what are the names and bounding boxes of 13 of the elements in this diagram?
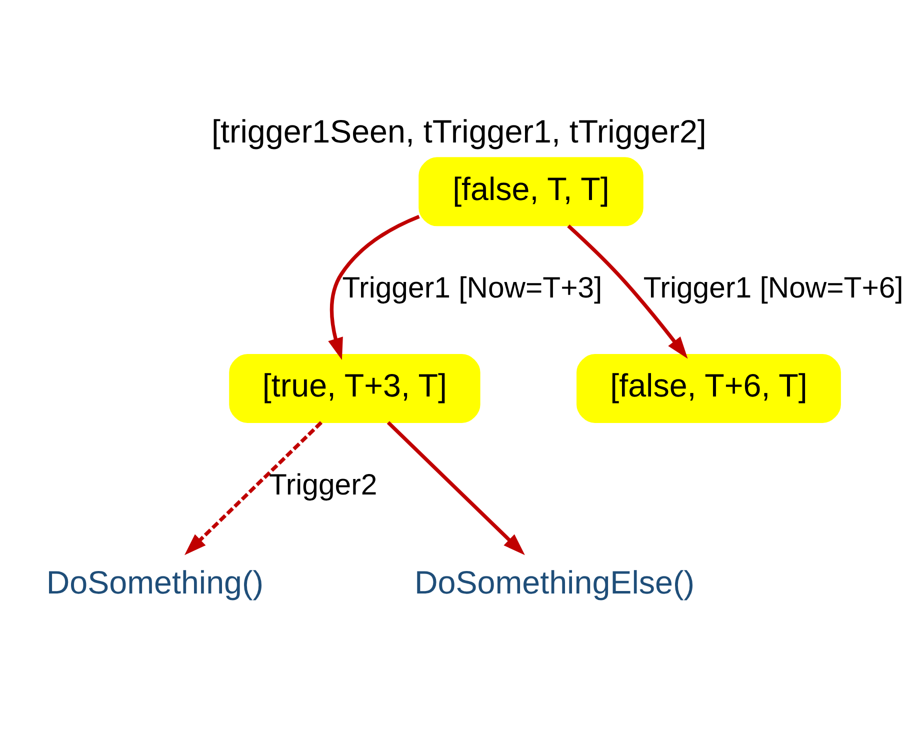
node-box: [false, T, T] bbox=[418, 156, 644, 226]
node-box: [false, T+6, T] bbox=[576, 353, 841, 423]
arrow bbox=[386, 420, 525, 555]
diagram-title: [trigger1Seen, tTrigger1, tTrigger2] bbox=[212, 113, 706, 150]
arrow bbox=[567, 224, 688, 358]
edge-label: Trigger1 [Now=T+6] bbox=[643, 270, 904, 304]
node-box: [true, T+3, T] bbox=[229, 353, 480, 423]
edge-label: Trigger2 bbox=[269, 468, 378, 501]
arrow bbox=[328, 214, 420, 360]
node-text: DoSomethingElse() bbox=[414, 564, 694, 600]
edge-label: Trigger1 [Now=T+3] bbox=[342, 270, 602, 304]
node-text: DoSomething() bbox=[46, 564, 264, 600]
arrow bbox=[184, 420, 323, 555]
